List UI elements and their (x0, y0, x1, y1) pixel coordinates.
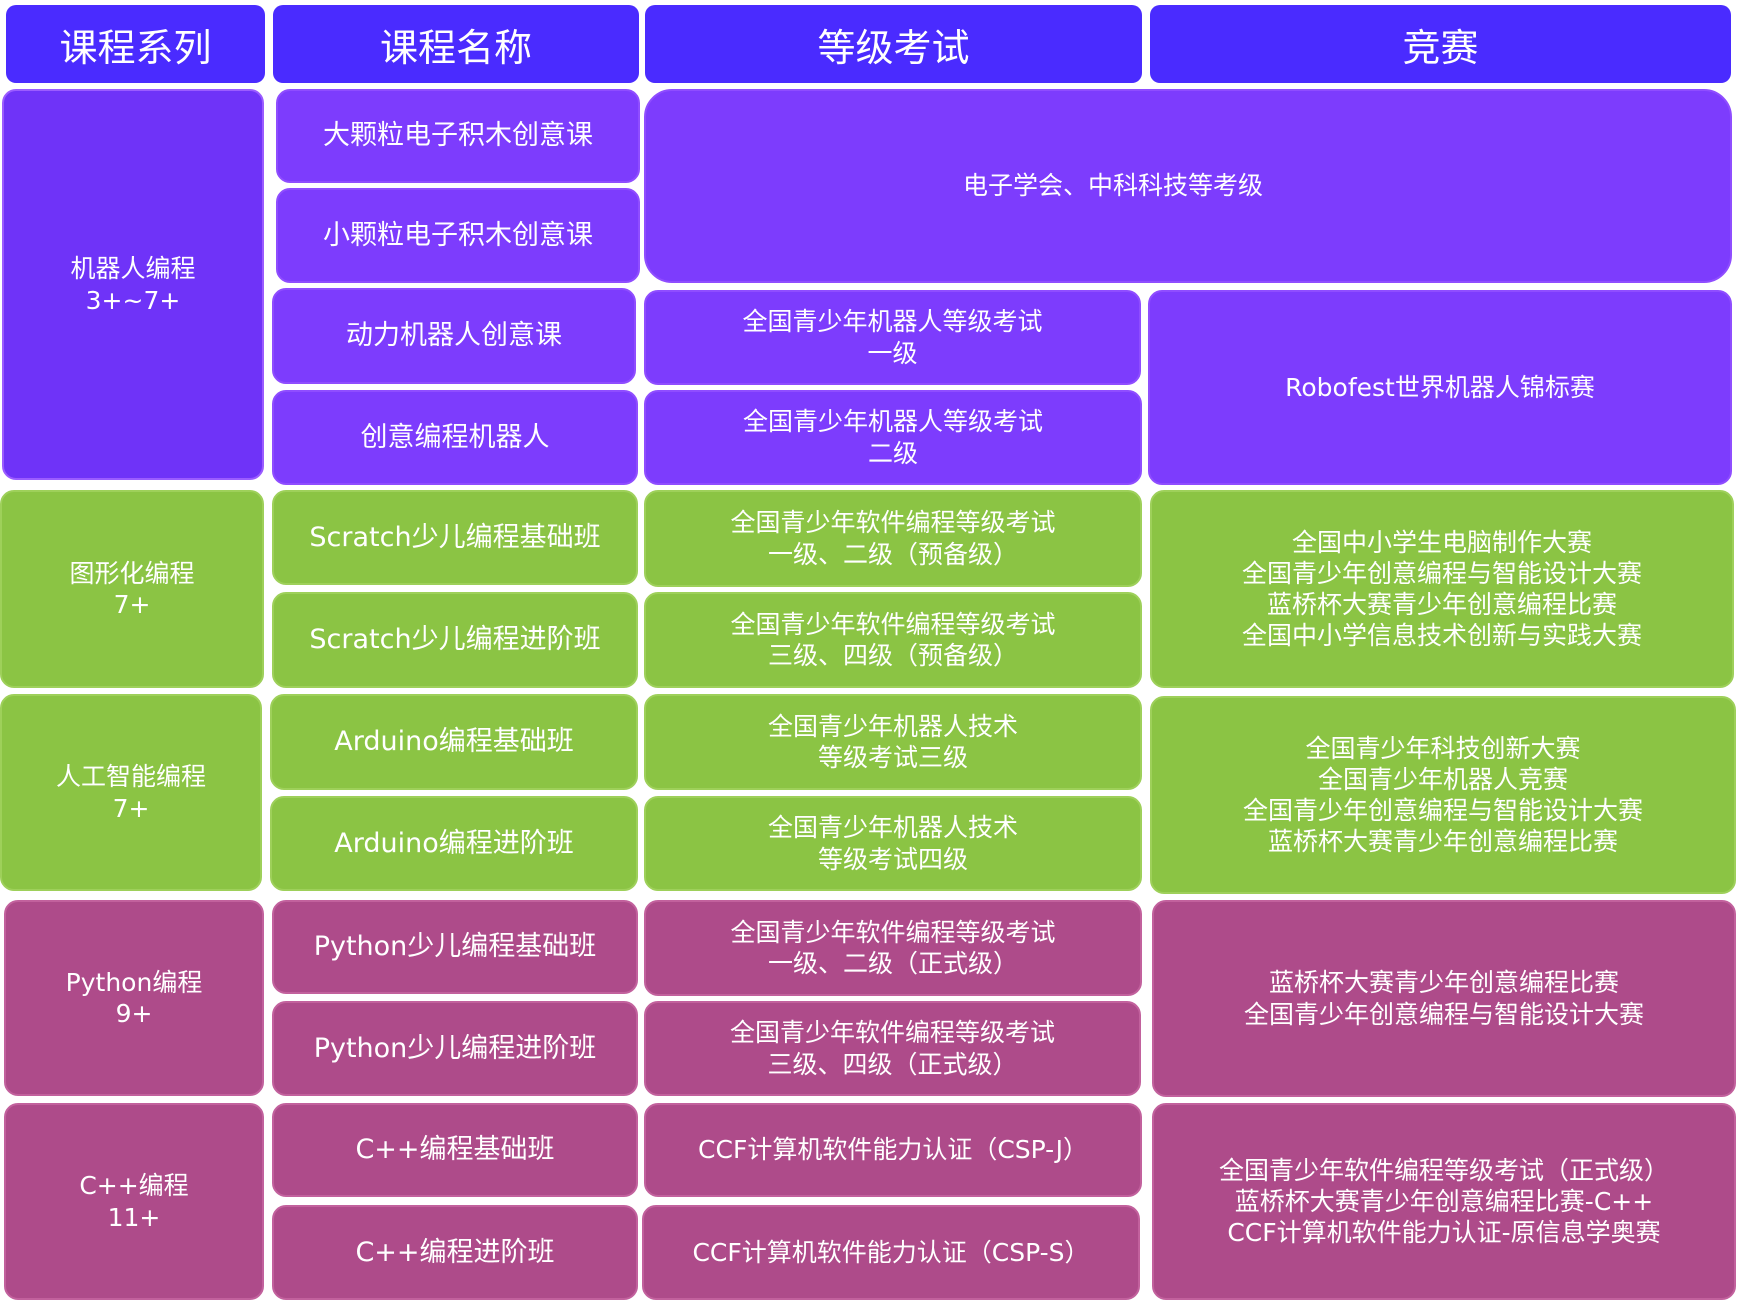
exam-label: 全国青少年软件编程等级考试 三级、四级（正式级） (729, 1018, 1055, 1079)
exam-label: CCF计算机软件能力认证（CSP-S） (692, 1237, 1090, 1267)
exam-label: 全国青少年机器人技术 等级考试三级 (767, 711, 1018, 772)
competition-cell: 全国青少年软件编程等级考试（正式级） 蓝桥杯大赛青少年创意编程比赛-C++ CC… (1152, 1103, 1736, 1300)
header-exam: 等级考试 (645, 5, 1142, 83)
header-competition: 竞赛 (1150, 5, 1731, 83)
exam-robotics-top: 电子学会、中科科技等考级 (644, 89, 1732, 283)
course-label: Python少儿编程进阶班 (313, 1032, 597, 1064)
header-competition-label: 竞赛 (1402, 25, 1479, 70)
header-course: 课程名称 (273, 5, 639, 83)
course-cell: Scratch少儿编程基础班 (272, 490, 638, 585)
course-cell: C++编程进阶班 (272, 1205, 638, 1300)
competition-cell: Robofest世界机器人锦标赛 (1148, 290, 1732, 485)
course-cell: C++编程基础班 (272, 1103, 638, 1197)
exam-label: 全国青少年软件编程等级考试 一级、二级（预备级） (730, 508, 1056, 569)
course-label: 创意编程机器人 (360, 421, 550, 453)
competition-cell: 全国中小学生电脑制作大赛 全国青少年创意编程与智能设计大赛 蓝桥杯大赛青少年创意… (1150, 490, 1734, 688)
exam-label: 全国青少年软件编程等级考试 三级、四级（预备级） (730, 609, 1056, 670)
series-name: 人工智能编程 (55, 762, 206, 792)
series-name: Python编程 (65, 967, 203, 997)
header-series: 课程系列 (6, 5, 265, 83)
series-age: 7+ (112, 793, 150, 823)
exam-label: 电子学会、中科科技等考级 (962, 171, 1263, 201)
course-label: Python少儿编程基础班 (313, 931, 597, 963)
exam-label: CCF计算机软件能力认证（CSP-J） (698, 1135, 1088, 1165)
series-name: 机器人编程 (70, 254, 196, 284)
course-cell: Arduino编程基础班 (270, 694, 638, 790)
exam-cell: CCF计算机软件能力认证（CSP-J） (644, 1103, 1142, 1197)
exam-cell: 全国青少年软件编程等级考试 三级、四级（正式级） (644, 1001, 1141, 1096)
course-cell: 创意编程机器人 (272, 390, 638, 485)
series-age: 11+ (107, 1202, 161, 1232)
header-course-label: 课程名称 (379, 25, 532, 70)
header-exam-label: 等级考试 (817, 25, 970, 70)
competition-cell: 全国青少年科技创新大赛 全国青少年机器人竞赛 全国青少年创意编程与智能设计大赛 … (1150, 696, 1736, 894)
exam-cell: 全国青少年软件编程等级考试 一级、二级（预备级） (644, 490, 1142, 587)
course-label: 小颗粒电子积木创意课 (323, 219, 593, 251)
course-cell: Scratch少儿编程进阶班 (272, 592, 638, 688)
competition-label: 全国中小学生电脑制作大赛 全国青少年创意编程与智能设计大赛 蓝桥杯大赛青少年创意… (1241, 527, 1642, 651)
competition-label: 全国青少年科技创新大赛 全国青少年机器人竞赛 全国青少年创意编程与智能设计大赛 … (1242, 733, 1643, 857)
course-label: Scratch少儿编程进阶班 (309, 624, 601, 656)
course-label: 大颗粒电子积木创意课 (323, 120, 593, 152)
exam-cell: 全国青少年机器人等级考试 二级 (644, 390, 1142, 485)
exam-cell: 全国青少年软件编程等级考试 一级、二级（正式级） (644, 900, 1142, 996)
course-cell: 大颗粒电子积木创意课 (276, 89, 640, 183)
course-cell: Python少儿编程基础班 (272, 900, 638, 994)
course-label: Arduino编程基础班 (334, 726, 574, 758)
exam-cell: 全国青少年机器人技术 等级考试三级 (644, 694, 1142, 790)
exam-cell: 全国青少年软件编程等级考试 三级、四级（预备级） (644, 592, 1142, 688)
series-age: 7+ (113, 590, 151, 619)
course-label: 动力机器人创意课 (346, 320, 562, 352)
course-label: C++编程进阶班 (355, 1236, 555, 1268)
series-name: 图形化编程 (69, 558, 195, 588)
exam-label: 全国青少年机器人技术 等级考试四级 (767, 813, 1018, 874)
competition-cell: 蓝桥杯大赛青少年创意编程比赛 全国青少年创意编程与智能设计大赛 (1152, 900, 1736, 1097)
exam-label: 全国青少年机器人等级考试 一级 (742, 307, 1043, 368)
exam-cell: CCF计算机软件能力认证（CSP-S） (642, 1205, 1140, 1300)
series-name: C++编程 (79, 1171, 189, 1201)
series-age: 9+ (115, 999, 153, 1028)
course-label: Scratch少儿编程基础班 (309, 521, 601, 553)
header-series-label: 课程系列 (59, 25, 212, 70)
competition-label: Robofest世界机器人锦标赛 (1285, 372, 1595, 402)
course-cell: Arduino编程进阶班 (270, 796, 638, 891)
exam-cell: 全国青少年机器人技术 等级考试四级 (644, 796, 1142, 891)
exam-label: 全国青少年软件编程等级考试 一级、二级（正式级） (730, 917, 1056, 978)
exam-label: 全国青少年机器人等级考试 二级 (742, 407, 1043, 468)
competition-label: 全国青少年软件编程等级考试（正式级） 蓝桥杯大赛青少年创意编程比赛-C++ CC… (1218, 1155, 1669, 1248)
course-cell: 动力机器人创意课 (272, 288, 636, 384)
exam-cell: 全国青少年机器人等级考试 一级 (644, 290, 1141, 385)
series-age: 3+~7+ (85, 285, 181, 315)
course-cell: Python少儿编程进阶班 (272, 1001, 638, 1096)
course-cell: 小颗粒电子积木创意课 (276, 188, 640, 283)
competition-label: 蓝桥杯大赛青少年创意编程比赛 全国青少年创意编程与智能设计大赛 (1243, 968, 1644, 1029)
course-label: Arduino编程进阶班 (334, 827, 574, 859)
course-label: C++编程基础班 (355, 1134, 555, 1166)
